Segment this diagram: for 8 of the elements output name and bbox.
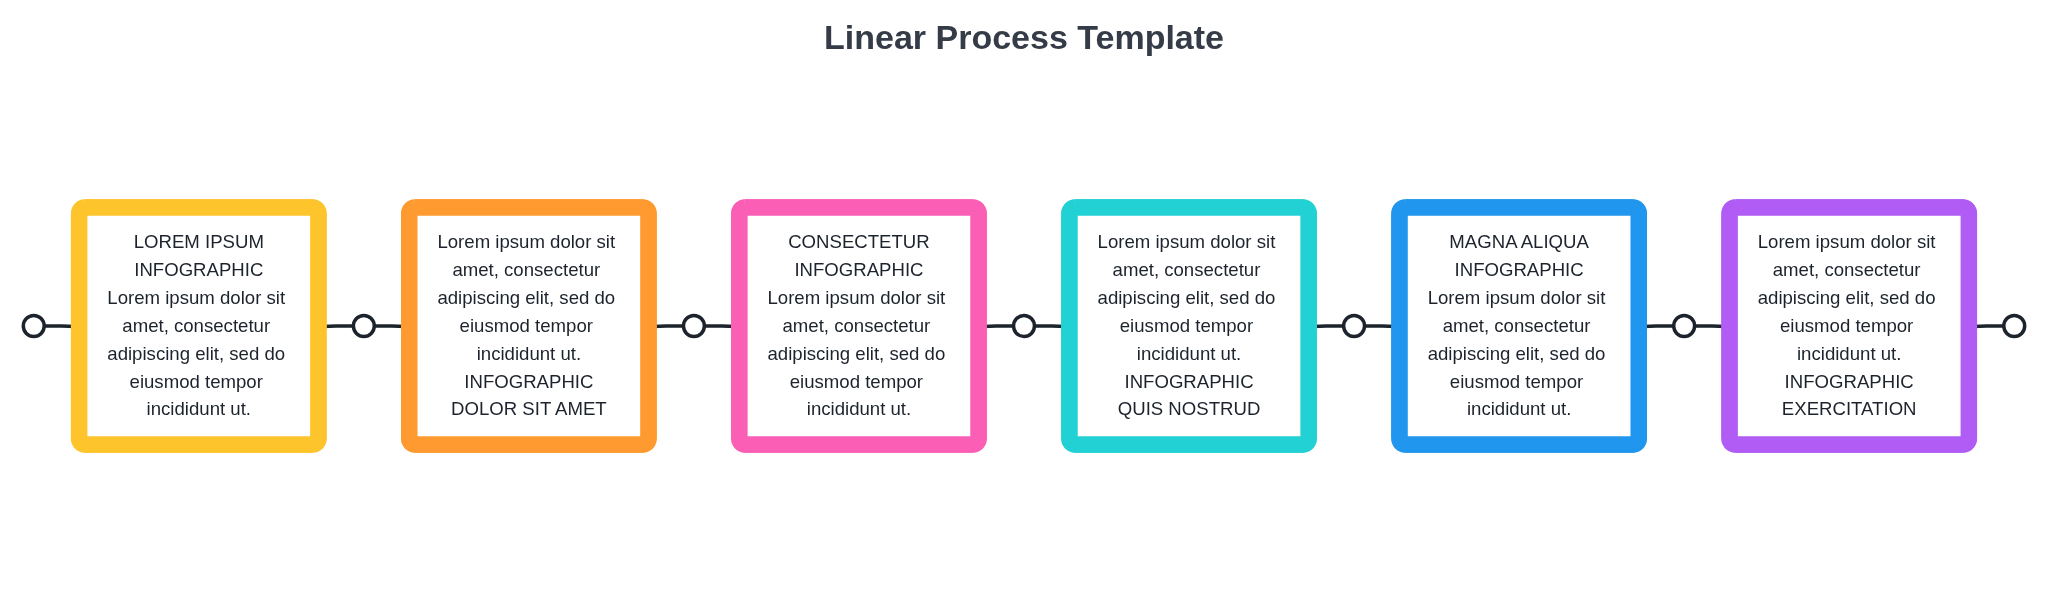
node-circle — [1671, 313, 1697, 339]
node-circle — [21, 313, 46, 339]
node-circle — [1011, 313, 1037, 339]
node-circle — [2002, 313, 2027, 339]
node-circle — [351, 313, 377, 339]
diagram-title: Linear Process Template — [823, 18, 1225, 58]
node-circle — [681, 313, 707, 339]
node-circle — [1341, 313, 1367, 339]
